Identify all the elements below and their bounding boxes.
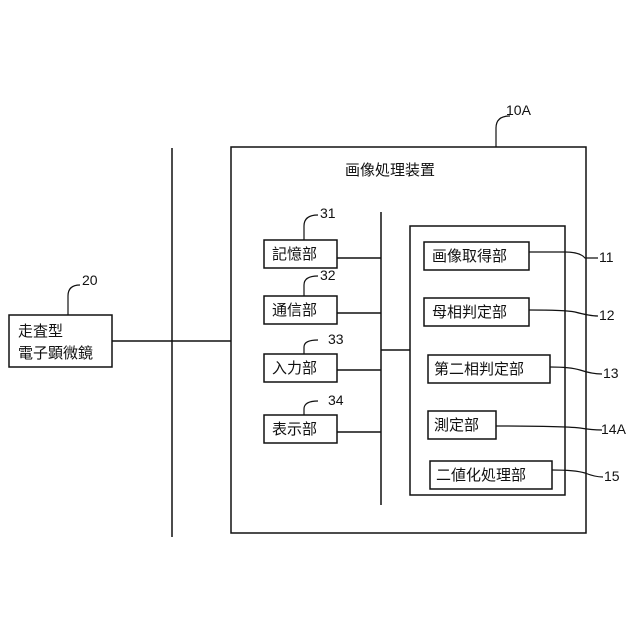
device-leader-line bbox=[496, 116, 510, 147]
storage-unit-label: 記憶部 bbox=[272, 245, 317, 263]
measurement-unit-ref: 14A bbox=[601, 421, 627, 437]
matrix-phase-judgment-unit-ref: 12 bbox=[599, 307, 615, 323]
sem-leader-line bbox=[68, 285, 80, 315]
second-phase-judgment-unit-ref: 13 bbox=[603, 365, 619, 381]
device-ref-number: 10A bbox=[506, 102, 532, 118]
display-unit-label: 表示部 bbox=[272, 420, 317, 438]
binarization-unit-ref: 15 bbox=[604, 468, 620, 484]
communication-unit-label: 通信部 bbox=[272, 301, 317, 319]
input-unit-ref: 33 bbox=[328, 331, 344, 347]
storage-unit-ref: 31 bbox=[320, 205, 336, 221]
matrix-phase-judgment-unit-label: 母相判定部 bbox=[432, 303, 507, 321]
device-title: 画像処理装置 bbox=[345, 161, 435, 179]
input-unit-label: 入力部 bbox=[272, 359, 317, 377]
measurement-unit-label: 測定部 bbox=[434, 416, 479, 434]
second-phase-judgment-unit-label: 第二相判定部 bbox=[434, 360, 524, 378]
image-acquisition-unit-ref: 11 bbox=[599, 249, 614, 265]
communication-unit-ref: 32 bbox=[320, 267, 336, 283]
sem-ref-number: 20 bbox=[82, 272, 98, 288]
binarization-unit-label: 二値化処理部 bbox=[436, 466, 526, 484]
sem-label-line1: 走査型 bbox=[18, 322, 63, 340]
display-unit-ref: 34 bbox=[328, 392, 344, 408]
sem-label-line2: 電子顕微鏡 bbox=[18, 344, 93, 362]
image-acquisition-unit-label: 画像取得部 bbox=[432, 247, 507, 265]
